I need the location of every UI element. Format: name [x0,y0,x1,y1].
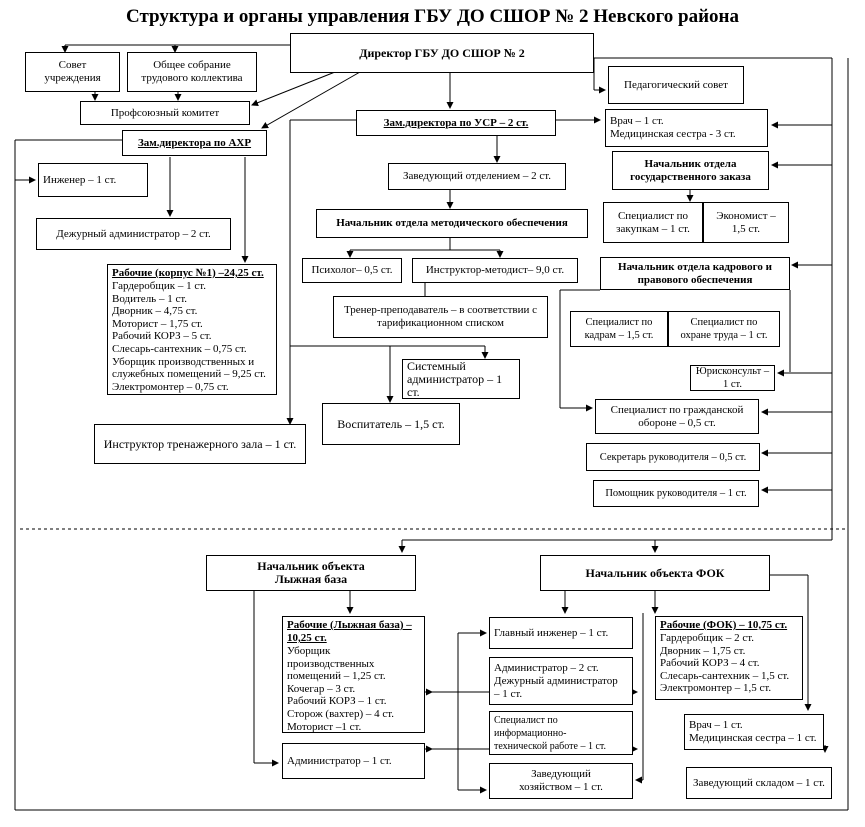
deputy-usr-box: Зам.директора по УСР – 2 ст. [356,110,556,136]
list-item: Гардеробщик – 1 ст. [112,280,206,292]
trade-union-box: Профсоюзный комитет [80,101,250,125]
hr-spec-box: Специалист по кадрам – 1,5 ст. [570,311,668,347]
housekeeper-box: Заведующий хозяйством – 1 ст. [489,763,633,799]
chief-engineer-box: Главный инженер – 1 ст. [489,617,633,649]
secretary-box: Секретарь руководителя – 0,5 ст. [586,443,760,471]
list-item: Сторож (вахтер) – 4 ст. [287,707,394,720]
fok-head-box: Начальник объекта ФОК [540,555,770,591]
dept-head-box: Заведующий отделением – 2 ст. [388,163,566,190]
list-item: Моторист – 1,75 ст. [112,317,203,330]
doctor2-box: Врач – 1 ст. Медицинская сестра – 1 ст. [684,714,824,750]
general-meeting-box: Общее собрание трудового коллектива [127,52,257,92]
gos-head-box: Начальник отдела государственного заказа [612,151,769,190]
it-spec-box: Специалист по информационно- технической… [489,711,633,755]
workers-fok-list: Гардеробщик – 2 ст. Дворник – 1,75 ст. Р… [660,632,798,695]
list-item: Моторист –1 ст. [287,720,362,733]
list-item: Рабочий КОРЗ – 1 ст. [287,695,387,708]
list-item: Дворник – 4,75 ст. [112,305,198,318]
educator-box: Воспитатель – 1,5 ст. [322,403,460,445]
list-item: Дворник – 1,75 ст. [660,644,746,657]
list-item: Уборщик производственных помещений – 1,2… [287,645,386,683]
ski-admin-box: Администратор – 1 ст. [282,743,425,779]
list-item: Слесарь-сантехник – 1,5 ст. [660,669,790,682]
lawyer-box: Юрисконсульт – 1 ст. [690,365,775,391]
ped-council-box: Педагогический совет [608,66,744,104]
ski-head-box: Начальник объекта Лыжная база [206,555,416,591]
list-item: Электромонтер – 1,5 ст. [660,682,772,695]
director-box: Директор ГБУ ДО СШОР № 2 [290,33,594,73]
workers-fok-box: Рабочие (ФОК) – 10,75 ст. Гардеробщик – … [655,616,803,700]
assistant-box: Помощник руководителя – 1 ст. [593,480,759,507]
engineer-box: Инженер – 1 ст. [38,163,148,197]
list-item: Уборщик производственных и служебных пом… [112,355,266,381]
workers1-box: Рабочие (корпус №1) –24,25 ст. Гардеробщ… [107,264,277,395]
workers-ski-heading: Рабочие (Лыжная база) – 10,25 ст. [287,619,412,644]
gym-instructor-box: Инструктор тренажерного зала – 1 ст. [94,424,306,464]
coach-box: Тренер-преподаватель – в соответствии с … [333,296,548,338]
page-title: Структура и органы управления ГБУ ДО СШО… [126,6,739,27]
workers-ski-box: Рабочие (Лыжная база) – 10,25 ст. Уборщи… [282,616,425,733]
psychologist-box: Психолог– 0,5 ст. [302,258,402,283]
warehouse-box: Заведующий складом – 1 ст. [686,767,832,799]
list-item: Слесарь-сантехник – 0,75 ст. [112,342,247,355]
workers1-list: Гардеробщик – 1 ст. Водитель – 1 ст. Дво… [112,280,272,393]
labor-spec-box: Специалист по охране труда – 1 ст. [668,311,780,347]
sysadmin-box: Системный администратор – 1 ст. [402,359,520,399]
economist-box: Экономист – 1,5 ст. [703,202,789,243]
workers1-heading: Рабочие (корпус №1) –24,25 ст. [112,267,264,279]
instructor-method-box: Инструктор-методист– 9,0 ст. [412,258,578,283]
duty-admin-box: Дежурный администратор – 2 ст. [36,218,231,250]
deputy-ahr-label: Зам.директора по АХР [137,136,252,149]
fok-admins-box: Администратор – 2 ст. Дежурный администр… [489,657,633,705]
civil-defense-box: Специалист по гражданской обороне – 0,5 … [595,399,759,434]
workers-fok-heading: Рабочие (ФОК) – 10,75 ст. [660,619,788,631]
workers-ski-list: Уборщик производственных помещений – 1,2… [287,645,420,733]
council-box: Совет учреждения [25,52,120,92]
procurement-box: Специалист по закупкам – 1 ст. [603,202,703,243]
list-item: Рабочий КОРЗ – 5 ст. [112,330,212,343]
method-head-box: Начальник отдела методического обеспечен… [316,209,588,238]
list-item: Рабочий КОРЗ – 4 ст. [660,657,760,670]
list-item: Кочегар – 3 ст. [287,682,356,695]
deputy-ahr-box: Зам.директора по АХР [122,130,267,156]
doctor1-box: Врач – 1 ст. Медицинская сестра - 3 ст. [605,109,768,147]
list-item: Электромонтер – 0,75 ст. [112,380,229,393]
list-item: Водитель – 1 ст. [112,292,188,305]
deputy-usr-label: Зам.директора по УСР – 2 ст. [383,116,529,129]
list-item: Гардеробщик – 2 ст. [660,632,754,644]
hr-head-box: Начальник отдела кадрового и правового о… [600,257,790,290]
